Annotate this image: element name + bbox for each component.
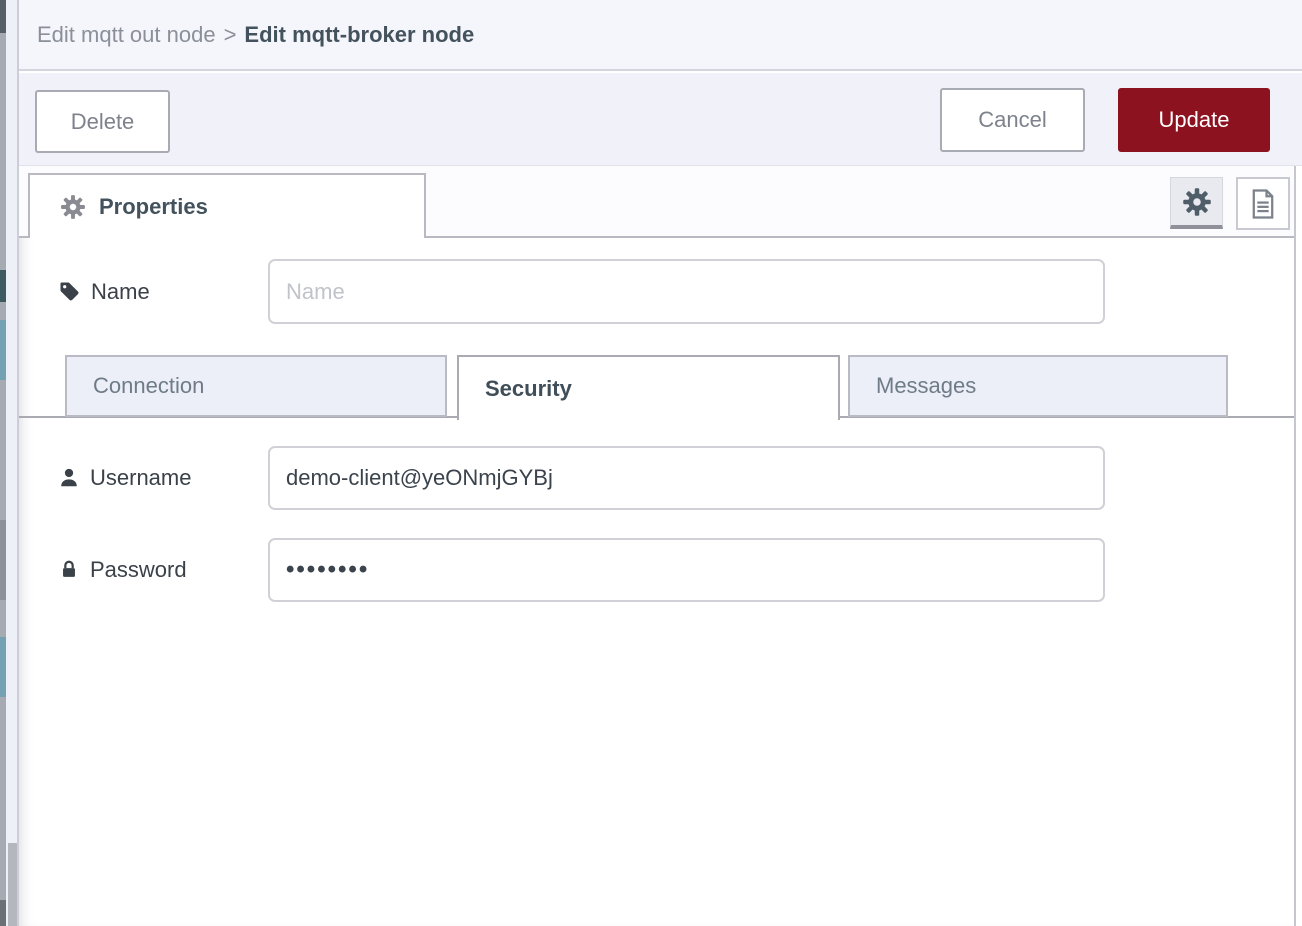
- edit-tray: Edit mqtt out node > Edit mqtt-broker no…: [19, 0, 1302, 926]
- palette-scrollbar[interactable]: [8, 843, 17, 926]
- password-label-text: Password: [90, 557, 187, 582]
- lock-icon: [58, 559, 80, 581]
- breadcrumb: Edit mqtt out node > Edit mqtt-broker no…: [19, 0, 1302, 71]
- tab-messages[interactable]: Messages: [848, 355, 1228, 417]
- update-button[interactable]: Update: [1118, 88, 1270, 152]
- tray-body: Properties: [19, 166, 1296, 926]
- tray-toolbar: Delete Cancel Update: [19, 73, 1302, 166]
- gear-icon: [1182, 187, 1212, 217]
- editor-tabbar: Properties: [19, 166, 1294, 238]
- tab-properties-label: Properties: [99, 193, 208, 219]
- palette-node-fragment: [0, 637, 6, 697]
- description-button[interactable]: [1236, 177, 1290, 230]
- gear-icon: [60, 194, 86, 220]
- document-icon: [1246, 187, 1280, 221]
- username-input[interactable]: [268, 446, 1105, 510]
- delete-button[interactable]: Delete: [35, 90, 170, 153]
- palette-edge: [0, 0, 6, 926]
- tab-security-label: Security: [485, 375, 572, 401]
- palette-node-fragment: [0, 0, 6, 33]
- name-label-text: Name: [91, 278, 150, 304]
- tab-connection-label: Connection: [93, 373, 205, 398]
- tab-security[interactable]: Security: [457, 355, 840, 420]
- username-field-label: Username: [58, 446, 191, 510]
- name-field-label: Name: [58, 259, 150, 324]
- cancel-button[interactable]: Cancel: [940, 88, 1085, 152]
- palette-node-fragment: [0, 320, 6, 380]
- palette-node-fragment: [0, 520, 6, 600]
- node-settings-button[interactable]: [1170, 177, 1223, 229]
- palette-node-fragment: [0, 270, 6, 302]
- password-field-label: Password: [58, 538, 187, 602]
- name-input[interactable]: [268, 259, 1105, 324]
- breadcrumb-parent[interactable]: Edit mqtt out node: [37, 21, 216, 47]
- tag-icon: [58, 280, 81, 303]
- user-icon: [58, 467, 80, 489]
- breadcrumb-current: Edit mqtt-broker node: [244, 21, 475, 47]
- breadcrumb-separator: >: [223, 21, 237, 47]
- username-label-text: Username: [90, 465, 192, 490]
- tab-properties[interactable]: Properties: [28, 173, 426, 238]
- tab-connection[interactable]: Connection: [65, 355, 447, 417]
- palette-node-fragment: [0, 900, 6, 926]
- tab-messages-label: Messages: [876, 373, 977, 398]
- password-input[interactable]: [268, 538, 1105, 602]
- workspace-background: [0, 0, 19, 926]
